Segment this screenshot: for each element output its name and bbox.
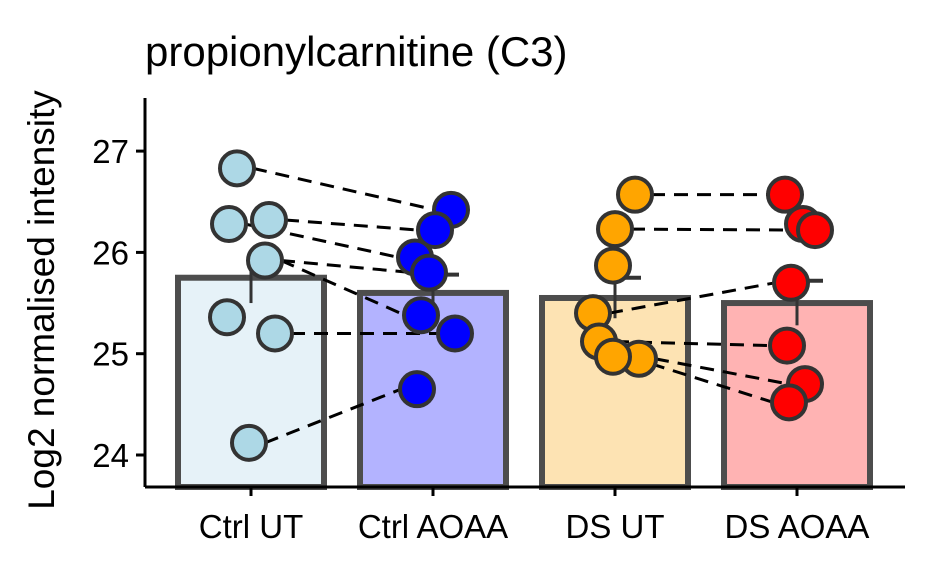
- x-tick-label: DS UT: [566, 508, 665, 545]
- data-point-1-6: [256, 314, 294, 353]
- data-point-1-5: [208, 298, 246, 337]
- y-tick-label: 26: [92, 234, 129, 271]
- pair-line-10: [608, 281, 776, 315]
- data-point-3-3: [594, 246, 632, 285]
- pair-line-9: [630, 227, 800, 232]
- data-point-4-5: [768, 326, 806, 365]
- data-point-2-2: [416, 211, 454, 250]
- data-point-1-2: [210, 205, 248, 244]
- data-point-4-4: [772, 263, 810, 302]
- data-point-3-2: [596, 210, 634, 249]
- x-tick-label: DS AOAA: [725, 508, 870, 545]
- pair-line-1: [252, 166, 436, 212]
- pair-line-2: [284, 218, 420, 232]
- data-point-2-5: [402, 296, 440, 335]
- data-point-2-7: [398, 370, 436, 409]
- data-point-1-4: [246, 241, 284, 280]
- x-tick-label: Ctrl AOAA: [358, 508, 508, 545]
- data-point-4-1: [766, 175, 804, 214]
- data-point-4-3: [796, 211, 834, 250]
- y-axis-label: Log2 normalised intensity: [21, 90, 62, 510]
- chart-title: propionylcarnitine (C3): [145, 28, 568, 75]
- data-point-3-1: [616, 175, 654, 214]
- data-point-1-3: [250, 200, 288, 239]
- bar-3: [539, 294, 691, 490]
- data-point-2-6: [436, 314, 474, 353]
- data-point-1-7: [230, 423, 268, 462]
- x-tick-label: Ctrl UT: [199, 508, 303, 545]
- y-tick-label: 24: [92, 437, 129, 474]
- data-point-1-1: [218, 149, 256, 188]
- data-point-4-7: [770, 383, 808, 422]
- pair-line-4: [280, 259, 414, 275]
- data-point-2-4: [410, 253, 448, 292]
- y-tick-label: 27: [92, 133, 129, 170]
- pair-line-7: [264, 387, 402, 445]
- y-tick-label: 25: [92, 336, 129, 373]
- data-point-3-7: [594, 337, 632, 376]
